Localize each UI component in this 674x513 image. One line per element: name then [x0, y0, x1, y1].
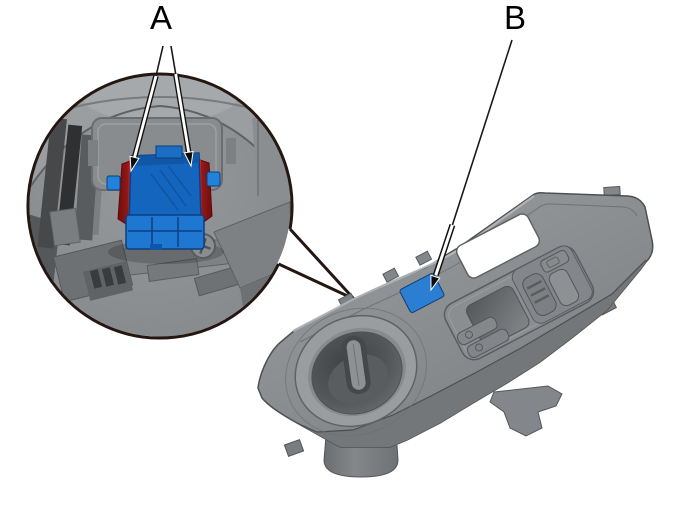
cup-holder	[285, 307, 427, 437]
connector-terminal-block	[125, 214, 205, 250]
lock-button-top	[540, 249, 570, 273]
lock-icon	[546, 256, 560, 268]
callout-label-b: B	[504, 0, 527, 36]
arrowhead-a-left	[129, 155, 140, 173]
door-switch-panel-assembly	[257, 185, 654, 478]
magnified-detail-view	[26, 72, 294, 340]
inset-pointer	[277, 227, 356, 301]
callout-arrows	[129, 39, 513, 292]
panel-crease	[296, 259, 647, 433]
door-lock-icon-1	[464, 330, 473, 339]
inset-circle-outline	[26, 72, 294, 340]
panel-cutout-opening	[455, 213, 541, 279]
cup-holder-slot	[341, 336, 371, 394]
callout-a-arrow-left	[129, 45, 164, 173]
arrowhead-a-right	[183, 150, 194, 168]
lower-housing-blocks	[49, 112, 291, 334]
inset-interior	[29, 75, 291, 334]
housing-slots	[29, 117, 106, 296]
callout-a-arrow-right	[170, 45, 194, 168]
arrowhead-b	[430, 274, 441, 292]
connector-side-tab-right	[206, 171, 221, 187]
window-rocker-switch-front	[522, 273, 557, 317]
door-lock-icon-2	[475, 343, 484, 352]
callout-label-a: A	[150, 0, 173, 36]
window-rocker-switch-rear	[548, 268, 580, 307]
blue-connector	[106, 145, 221, 250]
connector-side-tab-left	[106, 175, 121, 191]
mounting-bracket	[489, 385, 563, 437]
callout-b-arrow	[430, 39, 513, 292]
window-switch-cluster	[443, 245, 595, 361]
